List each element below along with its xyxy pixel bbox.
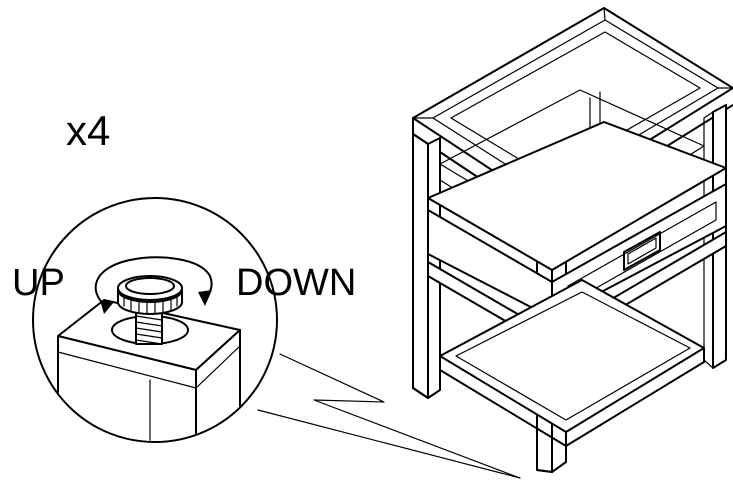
detail-magnifier xyxy=(32,197,278,443)
nightstand-drawing xyxy=(412,7,733,473)
leveling-foot-icon xyxy=(117,275,183,345)
down-label: DOWN xyxy=(236,262,357,304)
drawer-top-rail xyxy=(427,121,727,271)
circular-arrow-icon xyxy=(94,256,213,314)
callout-pointer xyxy=(257,353,521,479)
up-label: UP xyxy=(12,262,65,304)
quantity-label: x4 xyxy=(66,107,111,154)
leg-front-left xyxy=(412,133,429,399)
drawer-handle xyxy=(623,231,661,271)
